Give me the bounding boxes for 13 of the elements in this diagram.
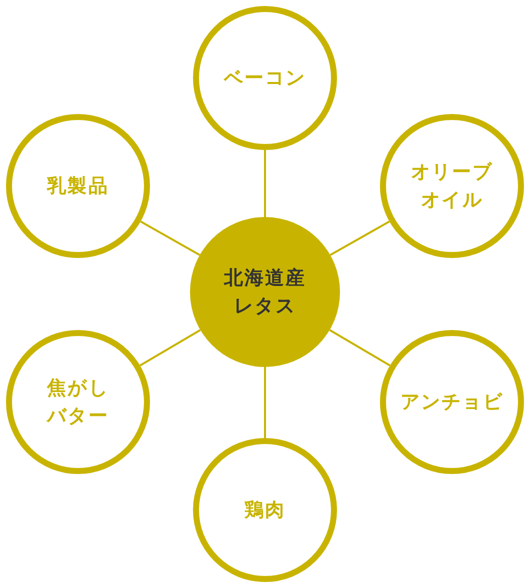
node-label: ベーコン xyxy=(222,66,308,91)
connector-line xyxy=(329,329,390,366)
node-label: 北海道産レタス xyxy=(223,266,307,319)
node-label: 鶏肉 xyxy=(243,498,287,523)
connector-line xyxy=(140,220,200,256)
node-label: 焦がしバター xyxy=(46,376,110,429)
node-label: 乳製品 xyxy=(46,174,110,199)
connector-line xyxy=(264,150,266,217)
connector-line xyxy=(330,220,390,256)
node-label: アンチョビ xyxy=(400,390,504,415)
node-label: オリーブオイル xyxy=(410,160,494,213)
connector-line xyxy=(140,329,201,366)
connector-line xyxy=(264,367,266,438)
